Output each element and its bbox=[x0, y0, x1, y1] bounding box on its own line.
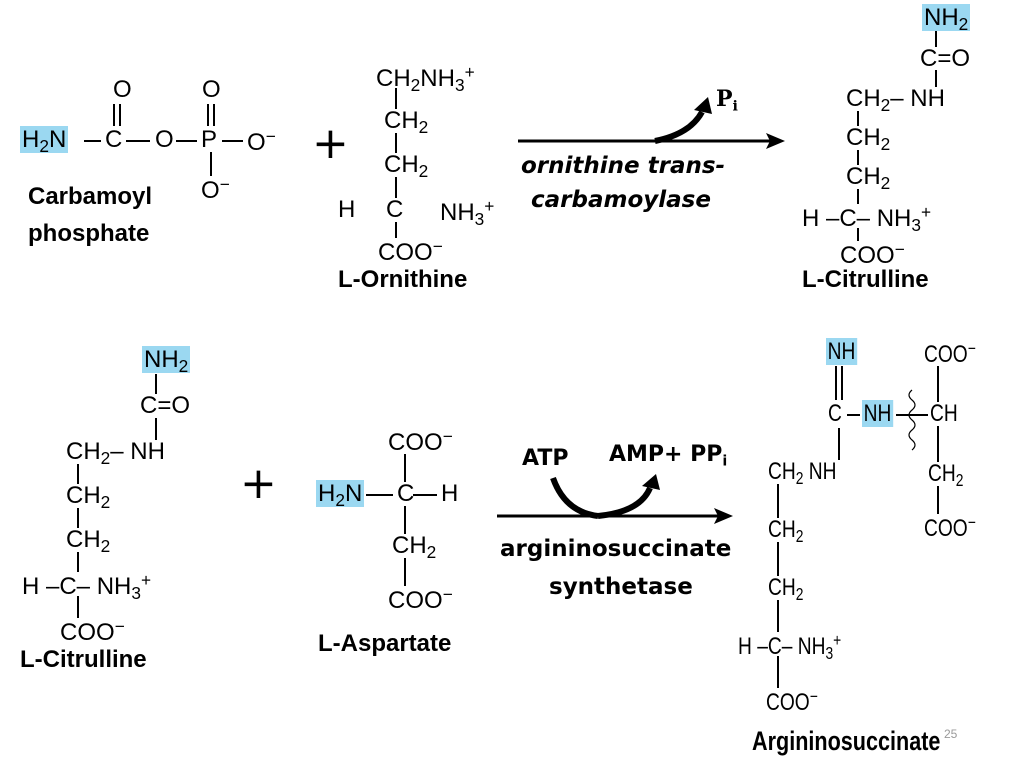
phosphate-oxygen-minus-lower: O− bbox=[201, 174, 230, 204]
citrulline2-hcnh3: H –C– NH3+ bbox=[22, 570, 152, 603]
enzyme-1-line-2: carbamoylase bbox=[531, 187, 711, 213]
phosphate-byproduct: Pi bbox=[716, 86, 738, 115]
phosphoryl-oxygen: O bbox=[202, 76, 221, 103]
citrulline1-carbonyl: C=O bbox=[920, 45, 971, 72]
citrulline2-ch2-b: CH2 bbox=[66, 526, 111, 557]
ornithine-ch2-a: CH2 bbox=[384, 107, 429, 138]
arg-ch: CH bbox=[930, 400, 958, 427]
phosphorus-atom: P bbox=[201, 126, 218, 153]
amp-ppi-label: AMP+ PPi bbox=[609, 442, 728, 470]
citrulline1-name: L-Citrulline bbox=[802, 266, 929, 293]
citrulline1-hcnh3: H –C– NH3+ bbox=[802, 202, 932, 235]
bridge-oxygen: O bbox=[155, 126, 174, 153]
ornithine-nh3: NH3+ bbox=[440, 196, 495, 229]
atp-label: ATP bbox=[522, 446, 569, 471]
carbamoyl-phosphate-name-1: Carbamoyl bbox=[28, 183, 153, 210]
carbonyl-oxygen: O bbox=[113, 76, 132, 103]
citrulline1-ch2-b: CH2 bbox=[846, 163, 891, 194]
arg-ch2nh: CH2 NH bbox=[768, 458, 837, 489]
aspartate-amine-group: H2N bbox=[316, 480, 365, 511]
citrulline1-coo: COO− bbox=[840, 239, 905, 269]
arg-ch2-b: CH2 bbox=[768, 574, 804, 605]
citrulline2-ch2-a: CH2 bbox=[66, 482, 111, 513]
carbamoyl-amine-group: H2N bbox=[20, 126, 69, 157]
ornithine-alpha-carbon: C bbox=[386, 196, 404, 223]
citrulline2-name: L-Citrulline bbox=[20, 646, 147, 673]
arg-ch2-a: CH2 bbox=[768, 516, 804, 547]
arg-nh-linked: NH bbox=[862, 400, 893, 427]
aspartate-name: L-Aspartate bbox=[318, 630, 452, 657]
argininosuccinate-name: Argininosuccinate bbox=[752, 726, 941, 756]
plus-sign-1: + bbox=[312, 118, 349, 169]
ornithine-ch2-b: CH2 bbox=[384, 151, 429, 182]
aspartate-h: H bbox=[441, 480, 459, 507]
arg-coo-bottom: COO− bbox=[766, 686, 818, 716]
carbamoyl-phosphate-name-2: phosphate bbox=[28, 220, 150, 247]
citrulline1-nh2: NH2 bbox=[922, 4, 971, 35]
enzyme-2-line-2: synthetase bbox=[549, 574, 693, 600]
phosphate-oxygen-minus: O− bbox=[247, 126, 276, 156]
citrulline1-ch2-a: CH2 bbox=[846, 124, 891, 155]
arg-ch2-right: CH2 bbox=[928, 460, 964, 491]
enzyme-2-line-1: argininosuccinate bbox=[500, 536, 732, 562]
citrulline2-ch2nh: CH2– NH bbox=[66, 438, 165, 469]
arg-coo-top: COO− bbox=[924, 338, 976, 368]
ornithine-h: H bbox=[338, 196, 356, 223]
arg-guanidino-carbon: C bbox=[828, 400, 842, 427]
ornithine-ch2nh3: CH2NH3+ bbox=[376, 62, 475, 95]
citrulline2-nh2: NH2 bbox=[142, 346, 191, 377]
aspartate-coo-top: COO− bbox=[388, 426, 453, 456]
citrulline1-ch2nh: CH2– NH bbox=[846, 85, 945, 116]
citrulline2-coo: COO− bbox=[60, 616, 125, 646]
page-number: 25 bbox=[944, 727, 958, 741]
carbamoyl-carbon: C bbox=[105, 126, 123, 153]
aspartate-alpha-carbon: C bbox=[397, 480, 415, 507]
ornithine-coo: COO− bbox=[378, 236, 443, 266]
citrulline2-carbonyl: C=O bbox=[140, 392, 191, 419]
arg-hcnh3: H –C– NH3+ bbox=[738, 630, 842, 663]
plus-sign-2: + bbox=[240, 458, 277, 509]
aspartate-ch2: CH2 bbox=[392, 532, 437, 563]
aspartate-coo-bottom: COO− bbox=[388, 584, 453, 614]
arg-coo-right: COO− bbox=[924, 512, 976, 542]
enzyme-1-line-1: ornithine trans- bbox=[521, 153, 726, 179]
arg-nh-top: NH bbox=[826, 338, 857, 365]
ornithine-name: L-Ornithine bbox=[338, 266, 468, 293]
